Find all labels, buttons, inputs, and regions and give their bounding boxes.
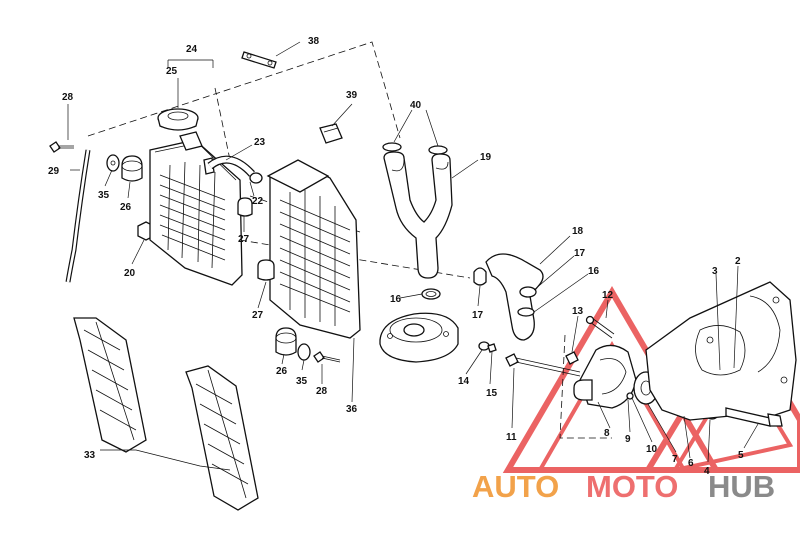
bolt-12 (585, 315, 615, 339)
callout-6: 6 (688, 458, 694, 469)
callout-14: 14 (458, 376, 470, 387)
callout-28-lower: 28 (316, 386, 328, 397)
callout-33: 33 (84, 450, 96, 461)
radiator-left (149, 131, 243, 286)
watermark-auto: AUTO (472, 469, 559, 504)
callout-19: 19 (480, 152, 492, 163)
callout-17-right: 17 (574, 248, 586, 259)
clamp-16-middle (421, 288, 441, 300)
water-pump-cover (573, 344, 637, 409)
callout-3: 3 (712, 266, 718, 277)
hose-18 (473, 253, 544, 341)
grommet-27-upper (237, 197, 253, 217)
bolt-13 (565, 351, 579, 365)
block-39 (319, 123, 343, 144)
callout-38: 38 (308, 36, 320, 47)
callout-20: 20 (124, 268, 136, 279)
callout-12: 12 (602, 290, 614, 301)
callout-26-top: 26 (120, 202, 132, 213)
callout-13: 13 (572, 306, 584, 317)
bolt-28-top (49, 141, 74, 153)
callout-2: 2 (735, 256, 741, 267)
overflow-hose-29 (65, 149, 91, 283)
grille-33-right (185, 365, 259, 511)
callout-29: 29 (48, 166, 60, 177)
callout-24: 24 (186, 44, 198, 55)
callout-35-top: 35 (98, 190, 110, 201)
y-hose-19 (382, 142, 453, 279)
callout-11: 11 (506, 432, 517, 443)
callout-7: 7 (672, 454, 678, 465)
bolt-11 (505, 353, 581, 377)
callout-26-lower: 26 (276, 366, 288, 377)
crankcase (645, 281, 797, 421)
callout-27-upper: 27 (238, 234, 250, 245)
bracket-38 (241, 51, 277, 69)
callout-16-right: 16 (588, 266, 600, 277)
callout-8: 8 (604, 428, 610, 439)
callout-4: 4 (704, 466, 710, 477)
callout-15: 15 (486, 388, 498, 399)
callout-27-lower: 27 (252, 310, 264, 321)
callout-9: 9 (625, 434, 631, 445)
callout-28-top: 28 (62, 92, 74, 103)
radiator-cap-25 (157, 108, 199, 131)
watermark-hub: HUB (708, 469, 775, 504)
callout-22: 22 (252, 196, 264, 207)
callout-10: 10 (646, 444, 658, 455)
watermark-moto: MOTO (586, 469, 678, 504)
callout-23: 23 (254, 137, 266, 148)
shaft-5 (725, 407, 783, 427)
callout-18: 18 (572, 226, 584, 237)
callout-16-middle: 16 (390, 294, 402, 305)
grommet-27-lower (257, 259, 275, 281)
fasteners-14-15 (478, 341, 497, 353)
callout-35-lower: 35 (296, 376, 308, 387)
callout-39: 39 (346, 90, 358, 101)
watermark-text: AUTO MOTO HUB (472, 469, 775, 504)
leader-lines (67, 41, 759, 471)
radiator-right (266, 159, 361, 339)
grommets-left (106, 154, 155, 241)
callout-5: 5 (738, 450, 744, 461)
hose-23 (207, 155, 263, 184)
callout-labels: 24 25 38 39 40 19 28 29 35 26 23 22 27 2… (48, 36, 744, 477)
callout-25: 25 (166, 66, 178, 77)
grille-33-left (73, 317, 147, 453)
callout-17-middle: 17 (472, 310, 484, 321)
fasteners-lower (275, 327, 341, 363)
cylinder-head (379, 312, 459, 363)
callout-36: 36 (346, 404, 358, 415)
callout-40: 40 (410, 100, 422, 111)
